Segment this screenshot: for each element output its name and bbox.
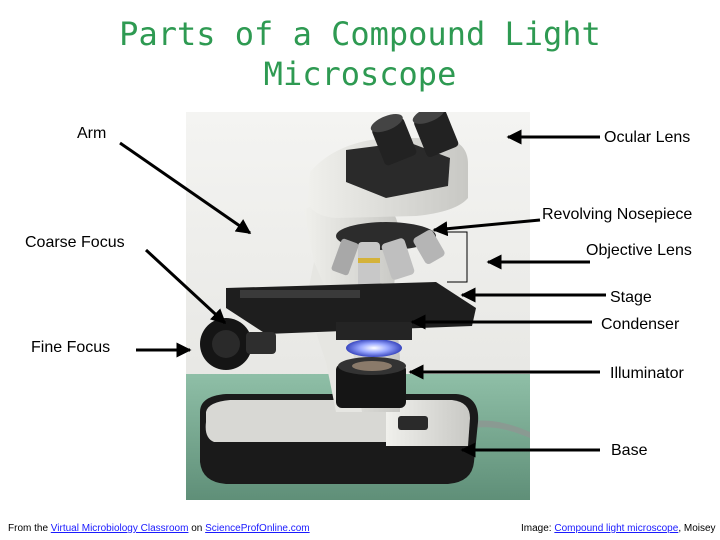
objective-bracket — [447, 232, 467, 282]
arm-arrow — [120, 143, 250, 233]
label-ocular-lens: Ocular Lens — [604, 129, 690, 147]
label-illuminator: Illuminator — [610, 365, 684, 383]
scienceprofonline-link[interactable]: ScienceProfOnline.com — [205, 523, 310, 534]
label-base: Base — [611, 442, 647, 460]
virtual-microbiology-classroom-link[interactable]: Virtual Microbiology Classroom — [51, 523, 189, 534]
label-condenser: Condenser — [601, 316, 679, 334]
footer-source-credit: From the Virtual Microbiology Classroom … — [8, 523, 310, 534]
footer-image-credit: Image: Compound light microscope, Moisey — [521, 523, 716, 534]
coarse-focus-arrow — [146, 250, 225, 323]
compound-light-microscope-link[interactable]: Compound light microscope — [554, 523, 678, 534]
footer-left-mid: on — [188, 523, 205, 534]
footer-left-prefix: From the — [8, 523, 51, 534]
label-stage: Stage — [610, 289, 652, 307]
label-coarse-focus: Coarse Focus — [25, 234, 125, 252]
footer-right-suffix: , Moisey — [678, 523, 715, 534]
label-fine-focus: Fine Focus — [31, 339, 110, 357]
label-arm: Arm — [77, 125, 106, 143]
label-revolving-nosepiece: Revolving Nosepiece — [542, 206, 692, 224]
label-objective-lens: Objective Lens — [586, 242, 692, 260]
footer-right-prefix: Image: — [521, 523, 554, 534]
revolving-nosepiece-arrow — [434, 220, 540, 230]
